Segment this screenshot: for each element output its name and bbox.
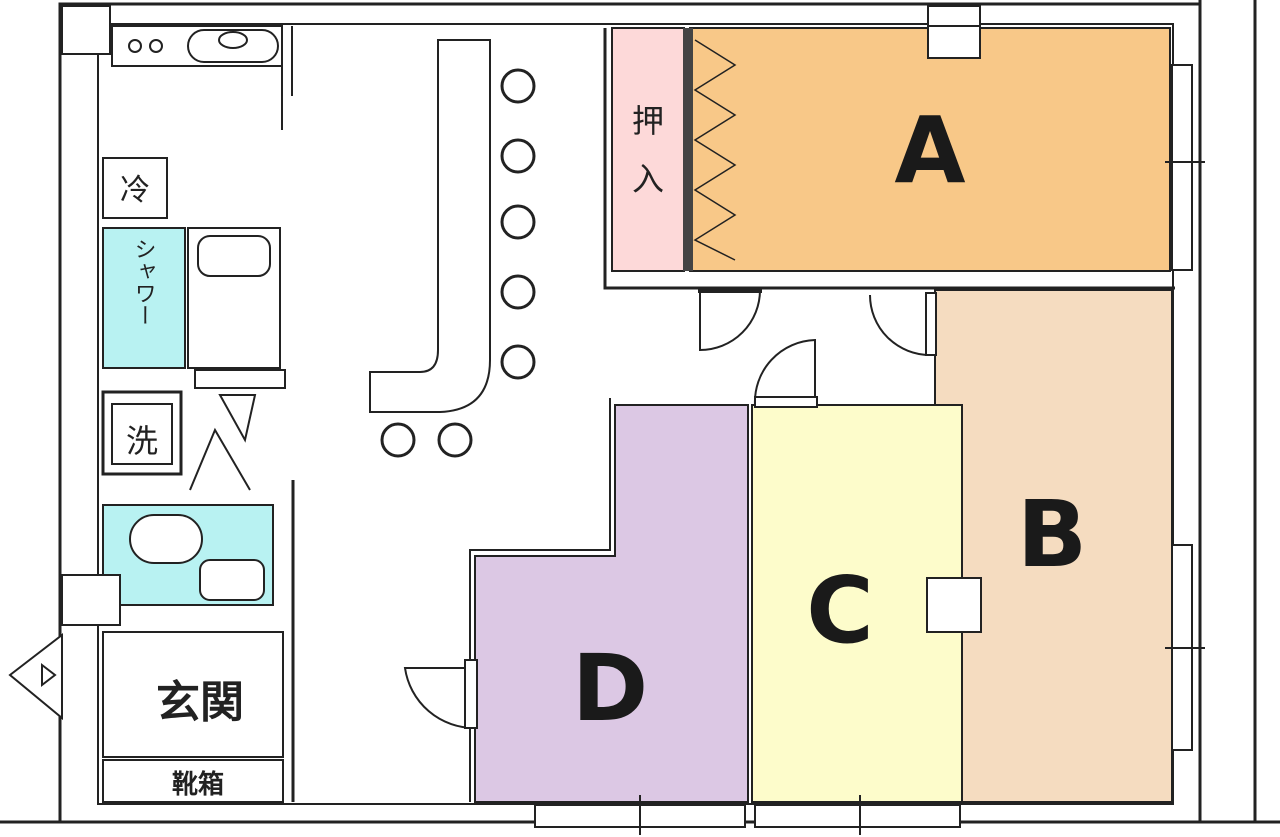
- shoe-box-label: 靴箱: [172, 769, 224, 800]
- room-a-label: A: [894, 97, 965, 204]
- shoe-box: 靴箱: [102, 759, 284, 803]
- bar-stools: [380, 68, 536, 458]
- shower-label: シャワー: [131, 238, 156, 326]
- doors: [218, 287, 937, 730]
- entrance-label: 玄関: [156, 677, 244, 728]
- entrance: 玄関: [8, 631, 284, 758]
- fridge-label: 冷: [120, 173, 150, 208]
- fridge: 冷: [102, 157, 168, 219]
- closet: 押 入: [611, 27, 693, 272]
- toilet: [61, 427, 274, 626]
- room-b-label: B: [1017, 481, 1087, 588]
- kitchenette: [111, 25, 293, 130]
- room-b: B: [934, 289, 1173, 803]
- room-c-label: C: [806, 557, 874, 664]
- closet-label-top: 押: [632, 102, 664, 140]
- kitchen-counter: [369, 39, 491, 413]
- washer-label: 洗: [126, 422, 158, 460]
- room-c: C: [751, 404, 982, 803]
- room-d: D: [469, 398, 749, 803]
- room-a: A: [689, 25, 1171, 272]
- washing-machine: 洗: [101, 390, 183, 476]
- closet-label-bottom: 入: [632, 160, 664, 198]
- windows: [534, 64, 1205, 835]
- shower: シャワー: [102, 227, 286, 389]
- room-d-label: D: [572, 635, 648, 742]
